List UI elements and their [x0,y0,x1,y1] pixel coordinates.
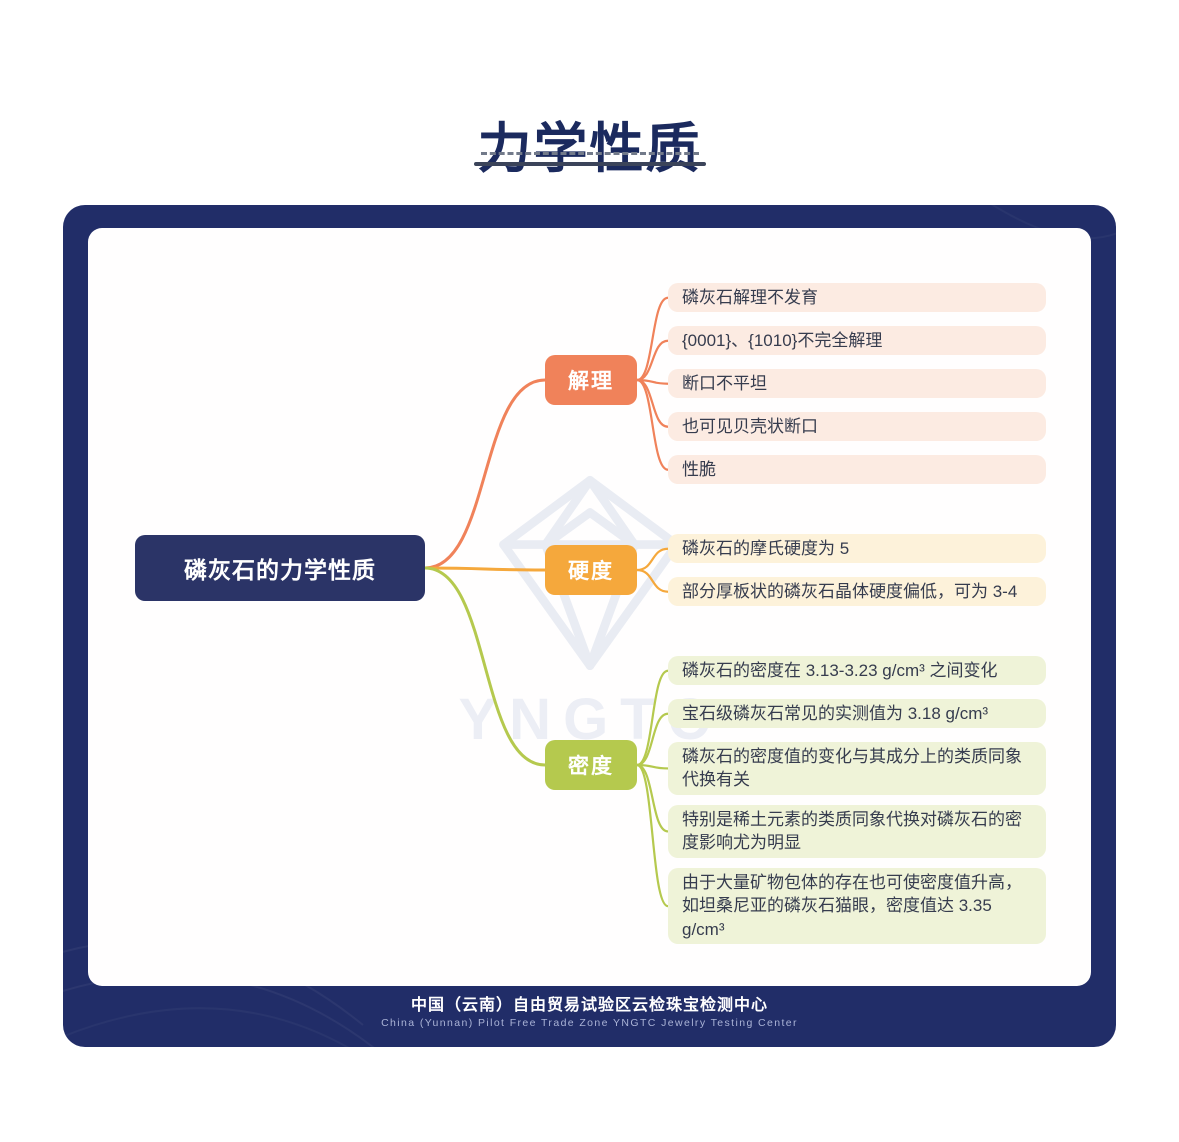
title-underline [0,152,1179,166]
leaf-node: 断口不平坦 [668,369,1046,399]
leaf-node: 也可见贝壳状断口 [668,412,1046,442]
leaf-node: 性脆 [668,455,1046,485]
root-node: 磷灰石的力学性质 [135,535,425,601]
leaf-node: 宝石级磷灰石常见的实测值为 3.18 g/cm³ [668,699,1046,729]
leaf-node: 磷灰石解理不发育 [668,283,1046,313]
title-underline-solid [473,162,706,166]
title-underline-dashed [480,152,699,155]
leaf-node: 磷灰石的摩氏硬度为 5 [668,534,1046,564]
branch-node-cleavage: 解理 [545,355,637,405]
leaf-node: 磷灰石的密度值的变化与其成分上的类质同象代换有关 [668,742,1046,795]
mindmap-panel: YNGTC 磷灰石的力学性质 解理 硬度 密度 磷灰石解理不发育 {0001}、… [63,205,1116,1047]
footer-english: China (Yunnan) Pilot Free Trade Zone YNG… [381,1017,798,1029]
mindmap-card: YNGTC 磷灰石的力学性质 解理 硬度 密度 磷灰石解理不发育 {0001}、… [88,228,1091,986]
leaf-node: 由于大量矿物包体的存在也可使密度值升高，如坦桑尼亚的磷灰石猫眼，密度值达 3.3… [668,868,1046,945]
leaf-node: 部分厚板状的磷灰石晶体硬度偏低，可为 3-4 [668,577,1046,607]
leaf-node: 特别是稀土元素的类质同象代换对磷灰石的密度影响尤为明显 [668,805,1046,858]
leaf-node: 磷灰石的密度在 3.13-3.23 g/cm³ 之间变化 [668,656,1046,686]
leaf-node: {0001}、{1010}不完全解理 [668,326,1046,356]
page-title: 力学性质 [477,119,702,180]
branch-node-density: 密度 [545,740,637,790]
branch-node-hardness: 硬度 [545,545,637,595]
footer-chinese: 中国（云南）自由贸易试验区云检珠宝检测中心 [410,997,768,1014]
